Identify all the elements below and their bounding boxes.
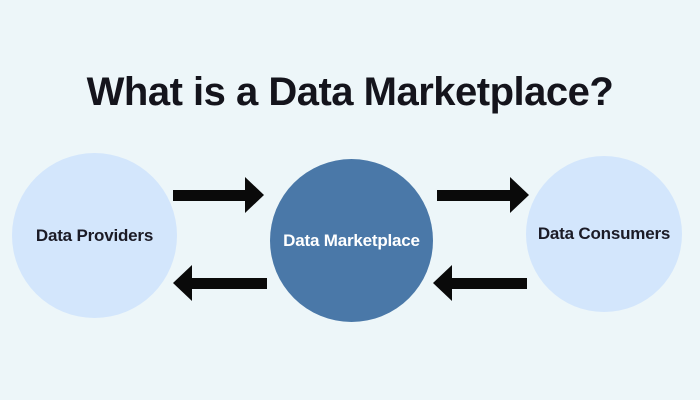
arrow-head-right-icon (245, 177, 264, 213)
arrow-marketplace-to-providers-icon (173, 265, 267, 301)
arrow-shaft (437, 189, 510, 201)
node-data-consumers-label: Data Consumers (537, 224, 671, 243)
arrow-shaft (452, 277, 527, 289)
node-data-marketplace: Data Marketplace (270, 159, 433, 322)
arrow-head-left-icon (173, 265, 192, 301)
arrow-providers-to-marketplace-icon (173, 177, 264, 213)
arrow-consumers-to-marketplace-icon (433, 265, 527, 301)
arrow-shaft (192, 277, 267, 289)
node-data-consumers: Data Consumers (526, 156, 682, 312)
arrow-head-right-icon (510, 177, 529, 213)
node-data-providers-label: Data Providers (35, 225, 154, 245)
node-data-marketplace-label: Data Marketplace (283, 230, 420, 250)
arrow-head-left-icon (433, 265, 452, 301)
arrow-marketplace-to-consumers-icon (437, 177, 529, 213)
node-data-providers: Data Providers (12, 153, 177, 318)
diagram-title: What is a Data Marketplace? (86, 70, 614, 114)
arrow-shaft (173, 189, 245, 201)
